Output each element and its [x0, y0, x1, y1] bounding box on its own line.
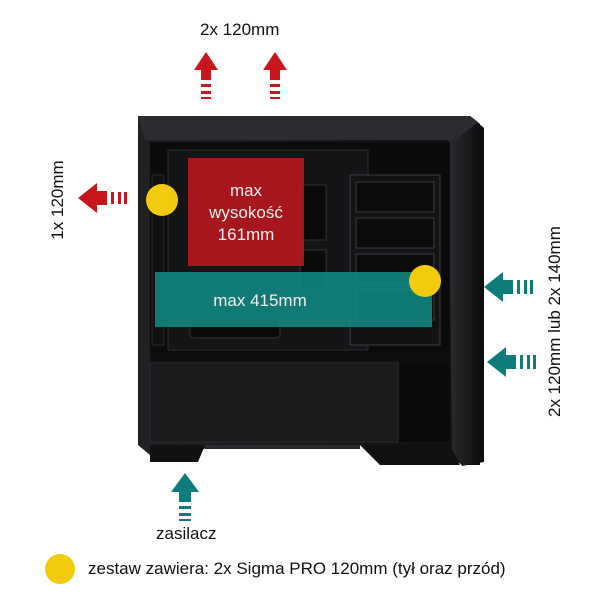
rear-fan-marker-icon: [146, 184, 178, 216]
cooler-height-zone: [188, 158, 304, 266]
cooler-height-line1: max: [229, 181, 263, 200]
cooler-height-line3: 161mm: [217, 225, 275, 244]
top-exhaust-arrow-2-icon: [263, 52, 287, 99]
cooler-height-text: max wysokość 161mm: [188, 180, 304, 246]
front-intake-label: 2x 120mm lub 2x 140mm: [545, 226, 564, 417]
rear-exhaust-arrow-icon: [78, 183, 127, 213]
rear-exhaust-label: 1x 120mm: [48, 160, 67, 240]
front-intake-arrow-2-icon: [487, 347, 536, 377]
front-intake-arrow-1-icon: [484, 272, 533, 302]
top-exhaust-label: 2x 120mm: [200, 20, 280, 39]
top-exhaust-arrow-1-icon: [194, 52, 218, 99]
gpu-length-zone: [155, 272, 432, 327]
psu-label: zasilacz: [156, 524, 217, 543]
cooler-height-line2: wysokość: [209, 203, 283, 222]
front-fan-marker-icon: [409, 265, 441, 297]
psu-intake-arrow-icon: [171, 473, 199, 521]
legend-dot-icon: [45, 554, 75, 584]
legend-text: zestaw zawiera: 2x Sigma PRO 120mm (tył …: [88, 559, 506, 578]
gpu-length-text: max 415mm: [213, 291, 307, 310]
